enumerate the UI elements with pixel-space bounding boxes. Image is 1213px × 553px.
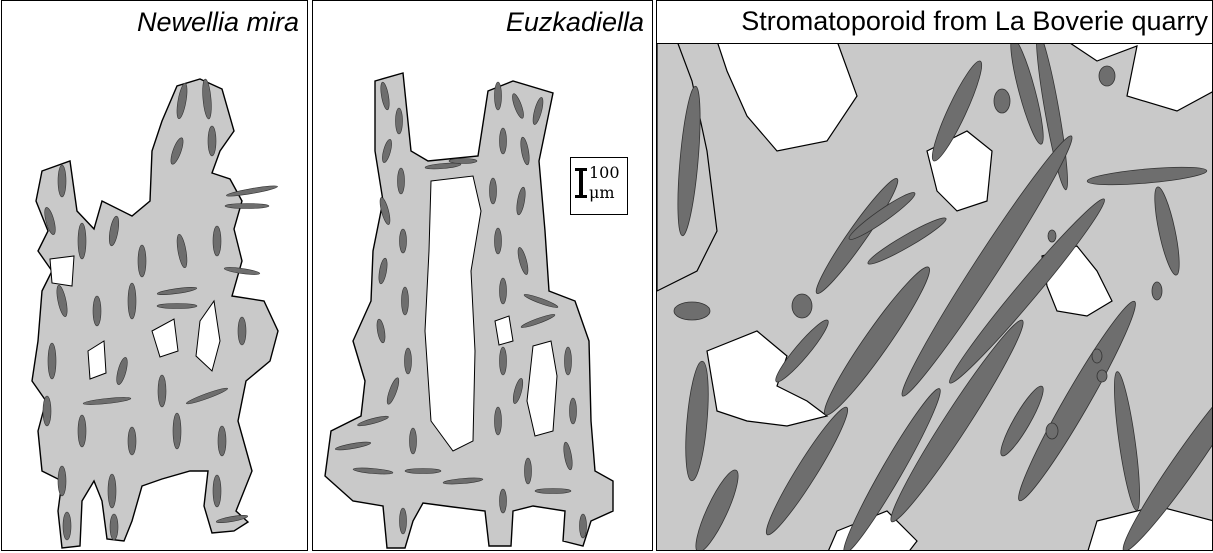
scale-bar: 100 μm	[570, 157, 628, 215]
scale-bar-line	[579, 168, 583, 198]
newellia-drawing	[2, 1, 308, 551]
panel-stromatoporoid: Stromatoporoid from La Boverie quarry	[656, 0, 1213, 551]
panel-newellia-mira: Newellia mira	[1, 0, 308, 551]
panel-title: Stromatoporoid from La Boverie quarry	[741, 6, 1208, 36]
scale-bar-value: 100	[589, 164, 620, 182]
euzkadiella-drawing	[313, 1, 653, 551]
scale-bar-unit: μm	[589, 184, 615, 202]
panel-euzkadiella: Euzkadiella	[312, 0, 653, 551]
stromatoporoid-drawing	[657, 1, 1213, 551]
skeleton-body	[32, 79, 278, 548]
